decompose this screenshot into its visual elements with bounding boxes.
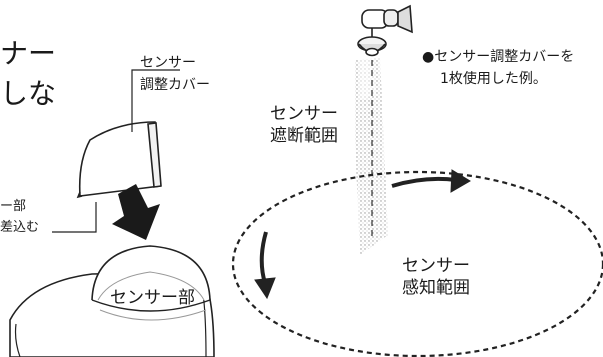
partial-heading-line1: ナー (0, 37, 57, 70)
blocked-area-shading (355, 58, 388, 255)
detect-range-line2: 感知範囲 (402, 278, 470, 298)
blocked-range-line2: 遮断範囲 (270, 126, 338, 146)
example-note-line2: 1枚使用した例。 (440, 71, 547, 87)
insert-label-line2: 差込む (0, 220, 40, 235)
right-rotation-arrow (391, 169, 471, 193)
detection-range-ellipse (231, 170, 603, 357)
sensor-part-label: センサー部 (110, 288, 195, 308)
cover-label-line1: センサー (140, 55, 196, 71)
cover-leader-line (131, 69, 180, 132)
insert-leader-line (52, 202, 97, 233)
example-note-line1: ●センサー調整カバーを (422, 49, 575, 65)
sensor-housing-icon (9, 245, 215, 357)
sensor-cover-icon (76, 121, 162, 199)
left-rotation-arrow (254, 231, 276, 300)
cover-label-line2: 調整カバー (140, 77, 210, 93)
detect-range-line1: センサー (402, 256, 470, 276)
partial-heading-line2: しな (0, 77, 57, 110)
light-fixture-icon (357, 4, 413, 57)
insert-label-line1: ー部 (0, 199, 27, 214)
blocked-range-line1: センサー (270, 104, 338, 124)
insert-down-arrow (112, 184, 160, 240)
blocked-area-fade (360, 58, 376, 100)
